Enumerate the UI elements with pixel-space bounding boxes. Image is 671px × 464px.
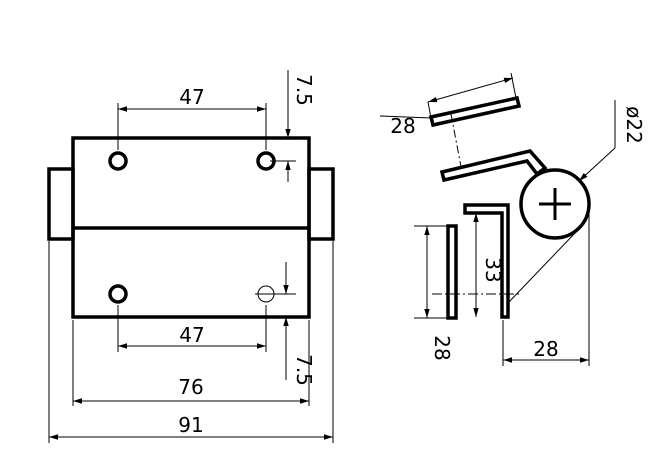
dimension-label: 7.5 [292, 354, 316, 386]
diameter-leader [578, 147, 616, 182]
knuckle-circle [519, 168, 591, 240]
diameter-label: ø22 [622, 106, 646, 144]
upper-flap-center-line [450, 113, 463, 173]
dimension-top-hole-spacing: 47 [117, 85, 267, 150]
dimension-top-offset: 7.5 [270, 70, 316, 182]
dimension-label: 47 [179, 85, 204, 109]
dimension-leaf-height: 33 [470, 212, 505, 317]
dimension-label: 91 [178, 413, 203, 437]
right-knuckle [307, 167, 335, 241]
dimension-label: 76 [178, 375, 203, 399]
tangent-line [507, 231, 577, 304]
dimension-label: 7.5 [292, 74, 316, 106]
left-knuckle [47, 167, 75, 241]
dimension-label: 28 [533, 337, 558, 361]
dimension-label: 33 [481, 257, 505, 282]
dimension-label: 47 [179, 323, 204, 347]
dimension-flap-length: 28 [379, 72, 517, 138]
dimension-label: 28 [430, 335, 454, 360]
side-view: ø22 28 33 28 [379, 72, 646, 366]
mounting-hole-bottom-left [108, 284, 128, 304]
middle-leaf [439, 149, 548, 183]
dimension-label: 28 [390, 114, 415, 138]
dimension-body-width: 76 [72, 320, 310, 406]
dimension-bottom-hole-spacing: 47 [117, 305, 267, 352]
dimension-base-width: 28 [502, 206, 590, 366]
vertical-leaf-inner [463, 203, 510, 319]
vertical-leaf-outer [446, 224, 458, 320]
mounting-hole-top-left [108, 151, 128, 171]
dimension-side-height: 28 [414, 225, 454, 361]
upper-flap [428, 95, 522, 128]
dimension-bottom-offset: 7.5 [255, 262, 316, 386]
front-view: 47 7.5 47 7.5 76 [47, 70, 335, 443]
dimension-overall-width: 91 [48, 241, 334, 443]
